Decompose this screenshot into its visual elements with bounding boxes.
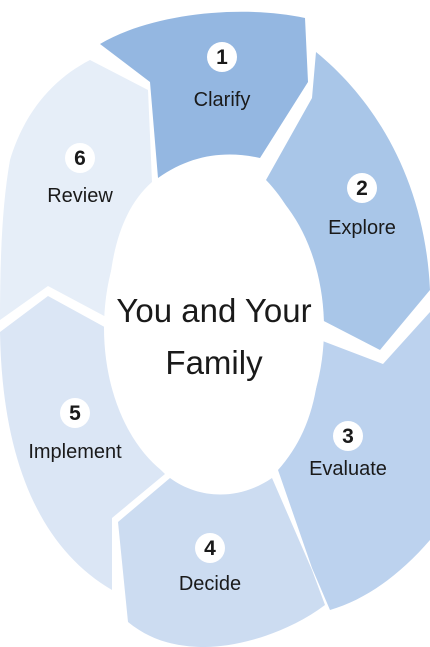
step-6-number: 6 (74, 147, 86, 170)
segment-implement (0, 296, 165, 590)
step-4-label: Decide (179, 573, 241, 595)
segment-review (0, 60, 152, 320)
step-6-label: Review (47, 185, 113, 207)
step-1-number: 1 (216, 46, 228, 69)
center-circle (104, 166, 324, 490)
step-3-label: Evaluate (309, 458, 387, 480)
step-2-label: Explore (328, 217, 396, 239)
segment-evaluate (278, 312, 430, 610)
step-1-number-badge (207, 42, 237, 72)
segment-decide (118, 478, 325, 647)
step-4-number-badge (195, 533, 225, 563)
center-text-line-1: You and Your (116, 292, 311, 329)
step-2-number: 2 (356, 177, 368, 200)
step-5-number-badge (60, 398, 90, 428)
segment-explore (266, 52, 430, 350)
segment-clarify (100, 11, 308, 179)
step-5-label: Implement (28, 441, 122, 463)
step-1-label: Clarify (194, 89, 251, 111)
step-3-number-badge (333, 421, 363, 451)
step-2-number-badge (347, 173, 377, 203)
step-5-number: 5 (69, 402, 81, 425)
step-3-number: 3 (342, 425, 354, 448)
step-6-number-badge (65, 143, 95, 173)
step-4-number: 4 (204, 537, 216, 560)
center-text-line-2: Family (165, 344, 263, 381)
